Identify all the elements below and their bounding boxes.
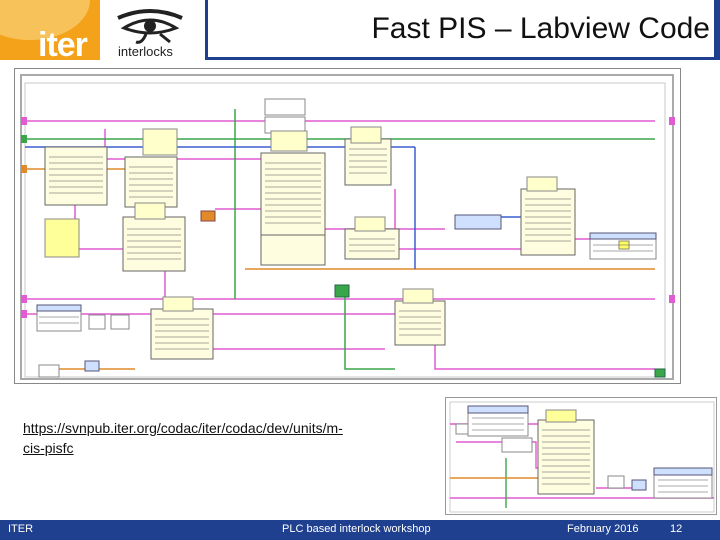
title-bar-accent bbox=[714, 0, 720, 60]
case-structure-frame bbox=[24, 82, 666, 378]
wire-group-green bbox=[25, 109, 655, 370]
while-loop-frame bbox=[20, 74, 674, 380]
footer-date: February 2016 bbox=[567, 523, 639, 535]
left-terminals bbox=[21, 117, 675, 318]
subvi-nodes bbox=[36, 98, 666, 378]
labview-detail-graphic bbox=[449, 401, 715, 513]
detail-text-lines bbox=[472, 417, 708, 493]
labview-diagram-graphic bbox=[20, 74, 675, 380]
slide-title: Fast PIS – Labview Code bbox=[371, 12, 710, 45]
labview-detail-screenshot bbox=[445, 397, 717, 515]
node-text-lines bbox=[39, 148, 653, 350]
footer-page-number: 12 bbox=[670, 523, 683, 535]
slide-footer: ITER PLC based interlock workshop Februa… bbox=[0, 520, 720, 540]
svn-repository-link[interactable]: https://svnpub.iter.org/codac/iter/codac… bbox=[23, 420, 343, 456]
interlocks-logo-label: interlocks bbox=[118, 44, 173, 59]
eye-of-horus-icon bbox=[117, 9, 183, 44]
footer-event: PLC based interlock workshop bbox=[282, 523, 431, 535]
iter-logo: iter bbox=[0, 0, 100, 60]
title-bar: Fast PIS – Labview Code bbox=[205, 0, 720, 60]
footer-organization: ITER bbox=[8, 523, 34, 535]
slide-header: iter interlocks Fast PIS – Labview Code bbox=[0, 0, 720, 60]
iter-logo-text: iter bbox=[38, 26, 88, 60]
labview-block-diagram bbox=[14, 68, 681, 384]
